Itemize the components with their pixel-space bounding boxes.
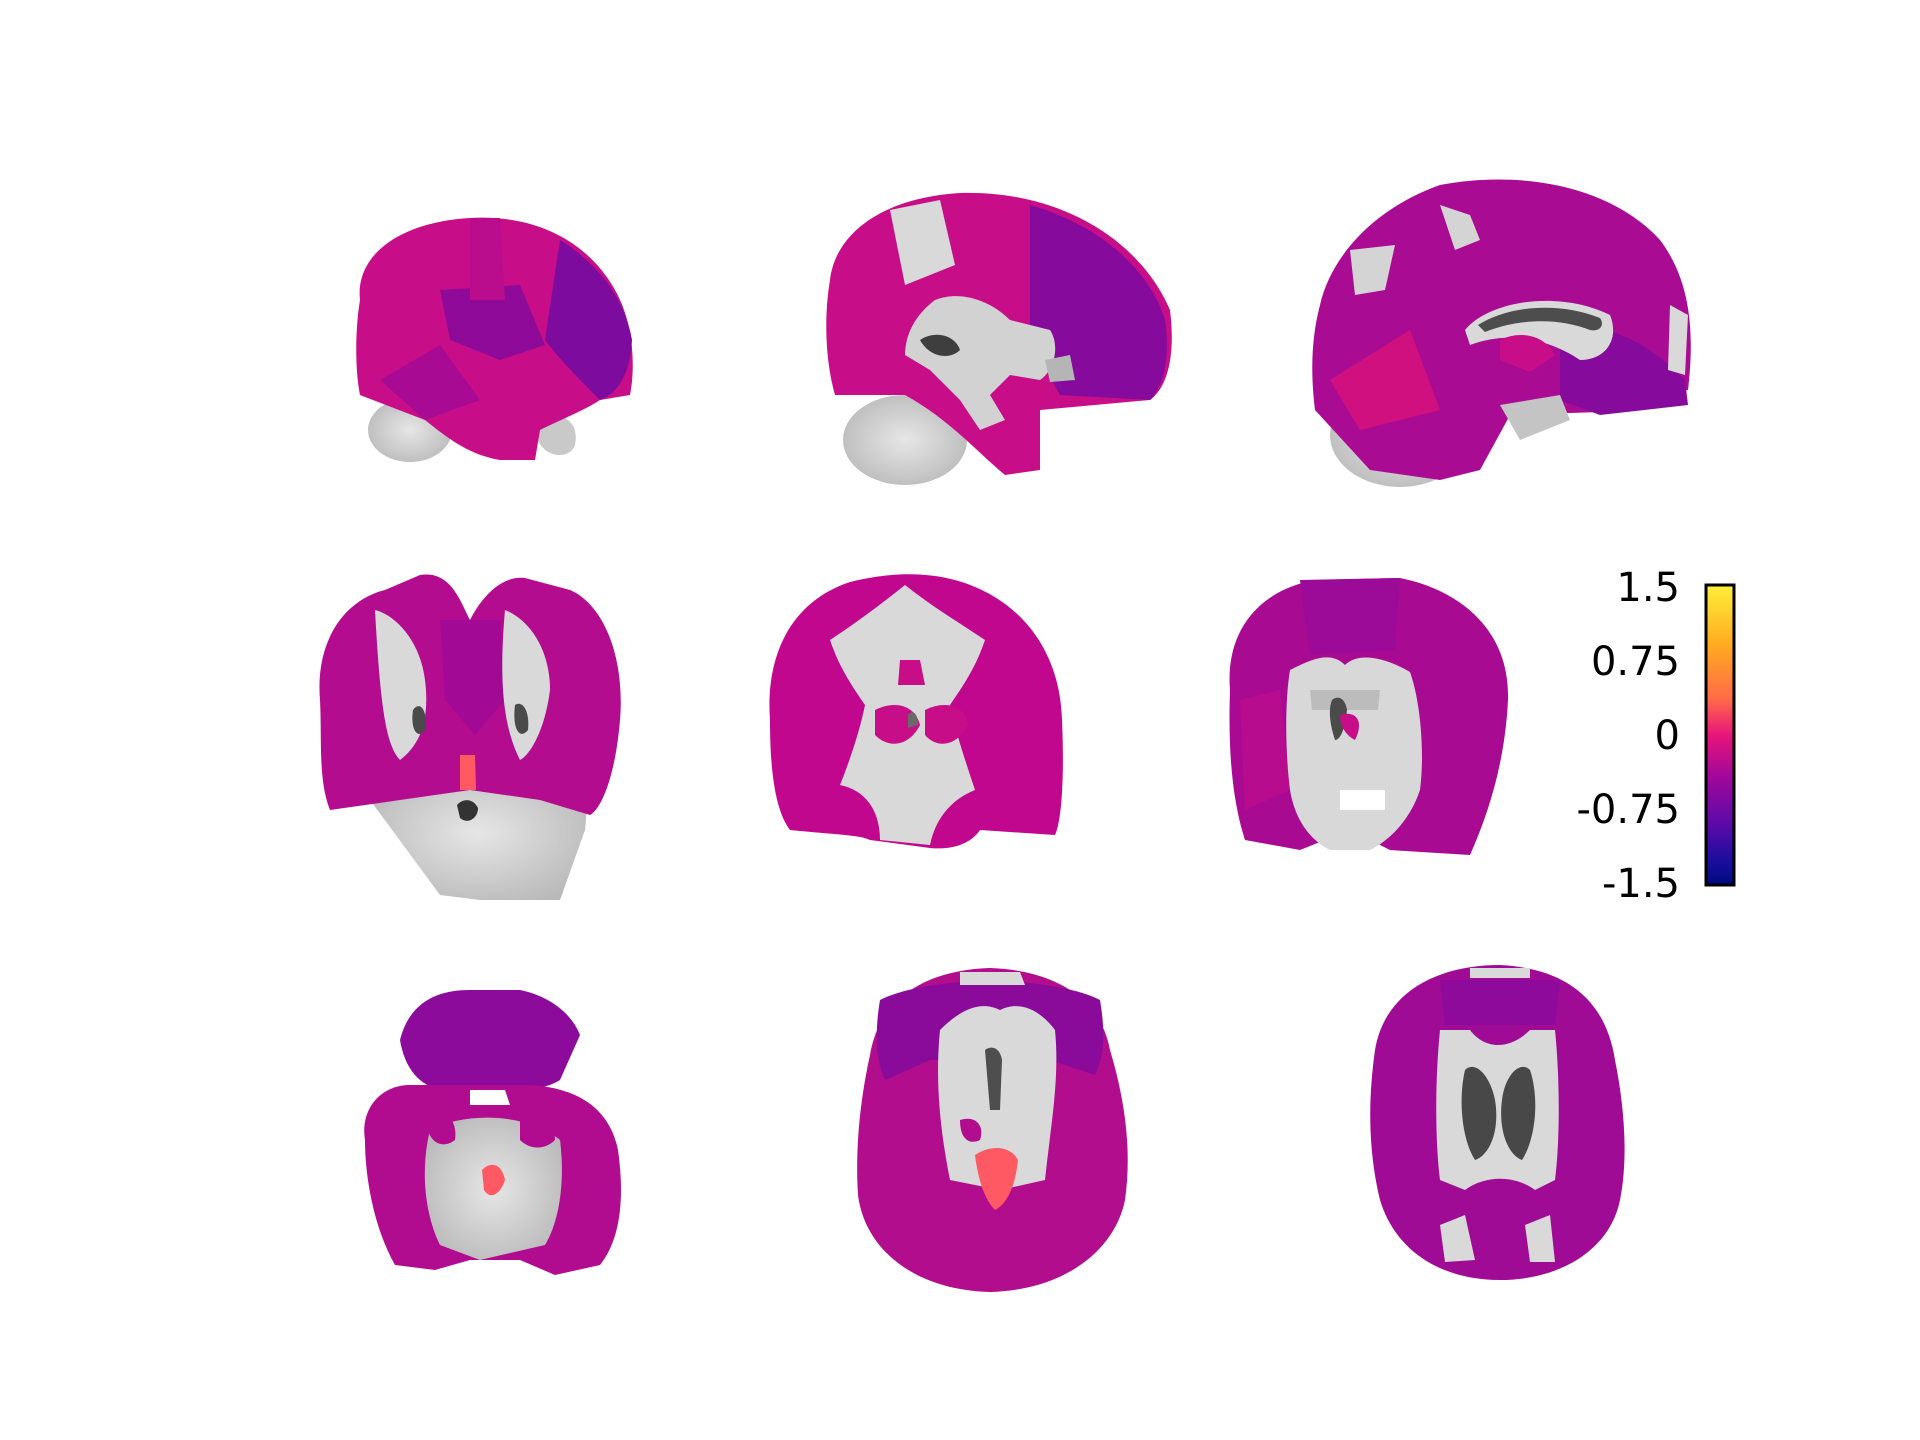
axial-slice-3 <box>1370 965 1625 1280</box>
colorbar-tick-label: -0.75 <box>1576 787 1681 833</box>
region-patch <box>520 1110 555 1148</box>
region-patch <box>470 218 505 300</box>
colorbar-tick-label: -1.5 <box>1601 861 1680 907</box>
ventricle <box>920 334 960 356</box>
region-patch <box>960 1118 982 1142</box>
colorbar-gradient <box>1704 583 1736 887</box>
ventricle <box>514 703 529 734</box>
anatomy-background <box>1045 355 1075 382</box>
colorbar-tick-label: 0.75 <box>1590 639 1680 685</box>
axial-slice-2 <box>857 968 1128 1292</box>
ventricle <box>412 706 426 734</box>
region-patch <box>440 620 505 735</box>
colorbar <box>1704 583 1736 887</box>
anatomy-background <box>1310 690 1380 710</box>
coronal-slice-1 <box>319 574 621 900</box>
coronal-slice-2 <box>769 574 1063 849</box>
region-patch <box>380 345 480 420</box>
ventricle <box>1461 1066 1497 1160</box>
ventricle <box>1329 697 1347 740</box>
colorbar-tick-label: 1.5 <box>1616 565 1680 611</box>
cerebellum <box>370 766 587 900</box>
region-patch <box>1330 330 1440 430</box>
ventricle <box>1501 1066 1536 1160</box>
anatomy-background <box>1668 305 1688 375</box>
white-matter <box>905 296 1056 430</box>
gap <box>1340 790 1385 810</box>
region-patch <box>1240 690 1290 810</box>
sagittal-slice-3 <box>1312 179 1691 487</box>
frontal-region <box>1030 205 1167 400</box>
ventricle <box>457 800 478 821</box>
anatomy-background <box>960 972 1025 985</box>
highlight-region <box>975 1148 1018 1210</box>
region-patch <box>1300 578 1400 655</box>
cerebellum <box>843 395 967 485</box>
region-patch <box>1500 335 1555 372</box>
sagittal-slice-1 <box>356 217 633 462</box>
anatomy-background <box>1350 245 1395 295</box>
ventricle <box>908 712 918 728</box>
white-matter <box>1286 657 1422 850</box>
anatomy-background <box>1440 1215 1475 1262</box>
gap <box>470 1090 510 1105</box>
white-matter <box>502 610 550 760</box>
anatomy-background <box>1525 1215 1555 1262</box>
ventricle <box>1478 307 1602 332</box>
coronal-slice-3 <box>1229 578 1509 855</box>
region-patch <box>440 285 545 360</box>
anatomy-background <box>890 200 955 285</box>
ventricle <box>985 1047 1002 1110</box>
highlight-region <box>460 755 476 790</box>
anatomy-background <box>1470 968 1530 978</box>
region-patch <box>925 705 968 744</box>
white-matter <box>1436 1030 1559 1190</box>
frontal-region <box>400 990 580 1090</box>
highlight-region <box>482 1164 505 1196</box>
frontal-region <box>1440 980 1560 1025</box>
frontal-region <box>545 240 632 400</box>
region-patch <box>898 660 925 685</box>
brainstem <box>1500 395 1570 440</box>
anatomy-background <box>1440 205 1480 250</box>
axial-slice-1 <box>364 990 621 1275</box>
sagittal-slice-2 <box>826 192 1172 485</box>
region-patch <box>428 1109 456 1145</box>
colorbar-tick-label: 0 <box>1654 713 1680 759</box>
region-patch <box>1340 713 1360 740</box>
